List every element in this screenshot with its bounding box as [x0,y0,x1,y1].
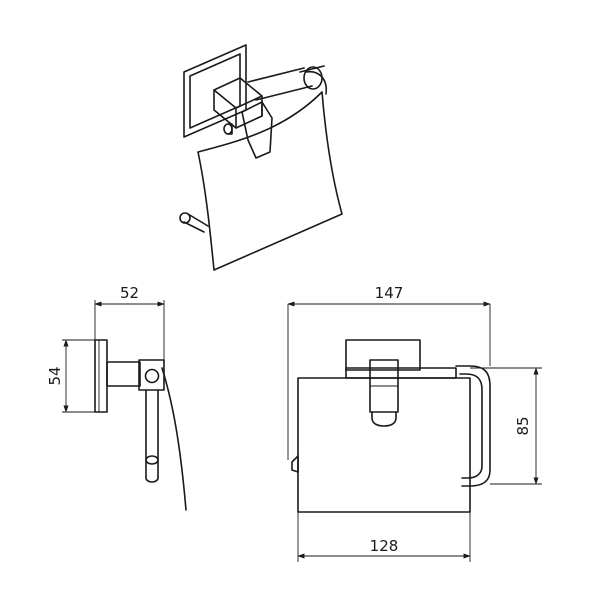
side-pivot-circle [144,368,160,384]
side-spindle [145,389,159,483]
front-cover-width-dimension: 128 [297,512,471,562]
perspective-cover [197,91,343,271]
perspective-view [179,44,343,271]
front-cover [297,377,471,513]
front-left-detail [291,455,299,473]
side-height-label: 54 [46,366,64,385]
front-height-dimension: 85 [470,367,542,485]
side-width-dimension: 52 [94,284,165,360]
side-end-block [138,359,165,391]
front-cover-width-label: 128 [370,537,399,555]
front-wall-plate [345,339,421,371]
perspective-hinge-clip [241,101,273,159]
front-view: 147 128 85 [287,284,542,562]
front-overall-width-label: 147 [375,284,404,302]
front-height-label: 85 [514,416,532,435]
side-view: 52 54 [46,284,187,511]
front-overall-width-dimension: 147 [287,284,491,460]
perspective-spindle [179,123,233,233]
side-cover-curve [161,367,187,511]
perspective-arm [247,65,328,101]
front-hinge-clip [369,359,399,427]
side-arm [106,361,141,387]
front-roll-end [455,365,491,487]
side-width-label: 52 [120,284,139,302]
side-height-dimension: 54 [46,339,95,413]
side-wall-plate [94,339,108,413]
